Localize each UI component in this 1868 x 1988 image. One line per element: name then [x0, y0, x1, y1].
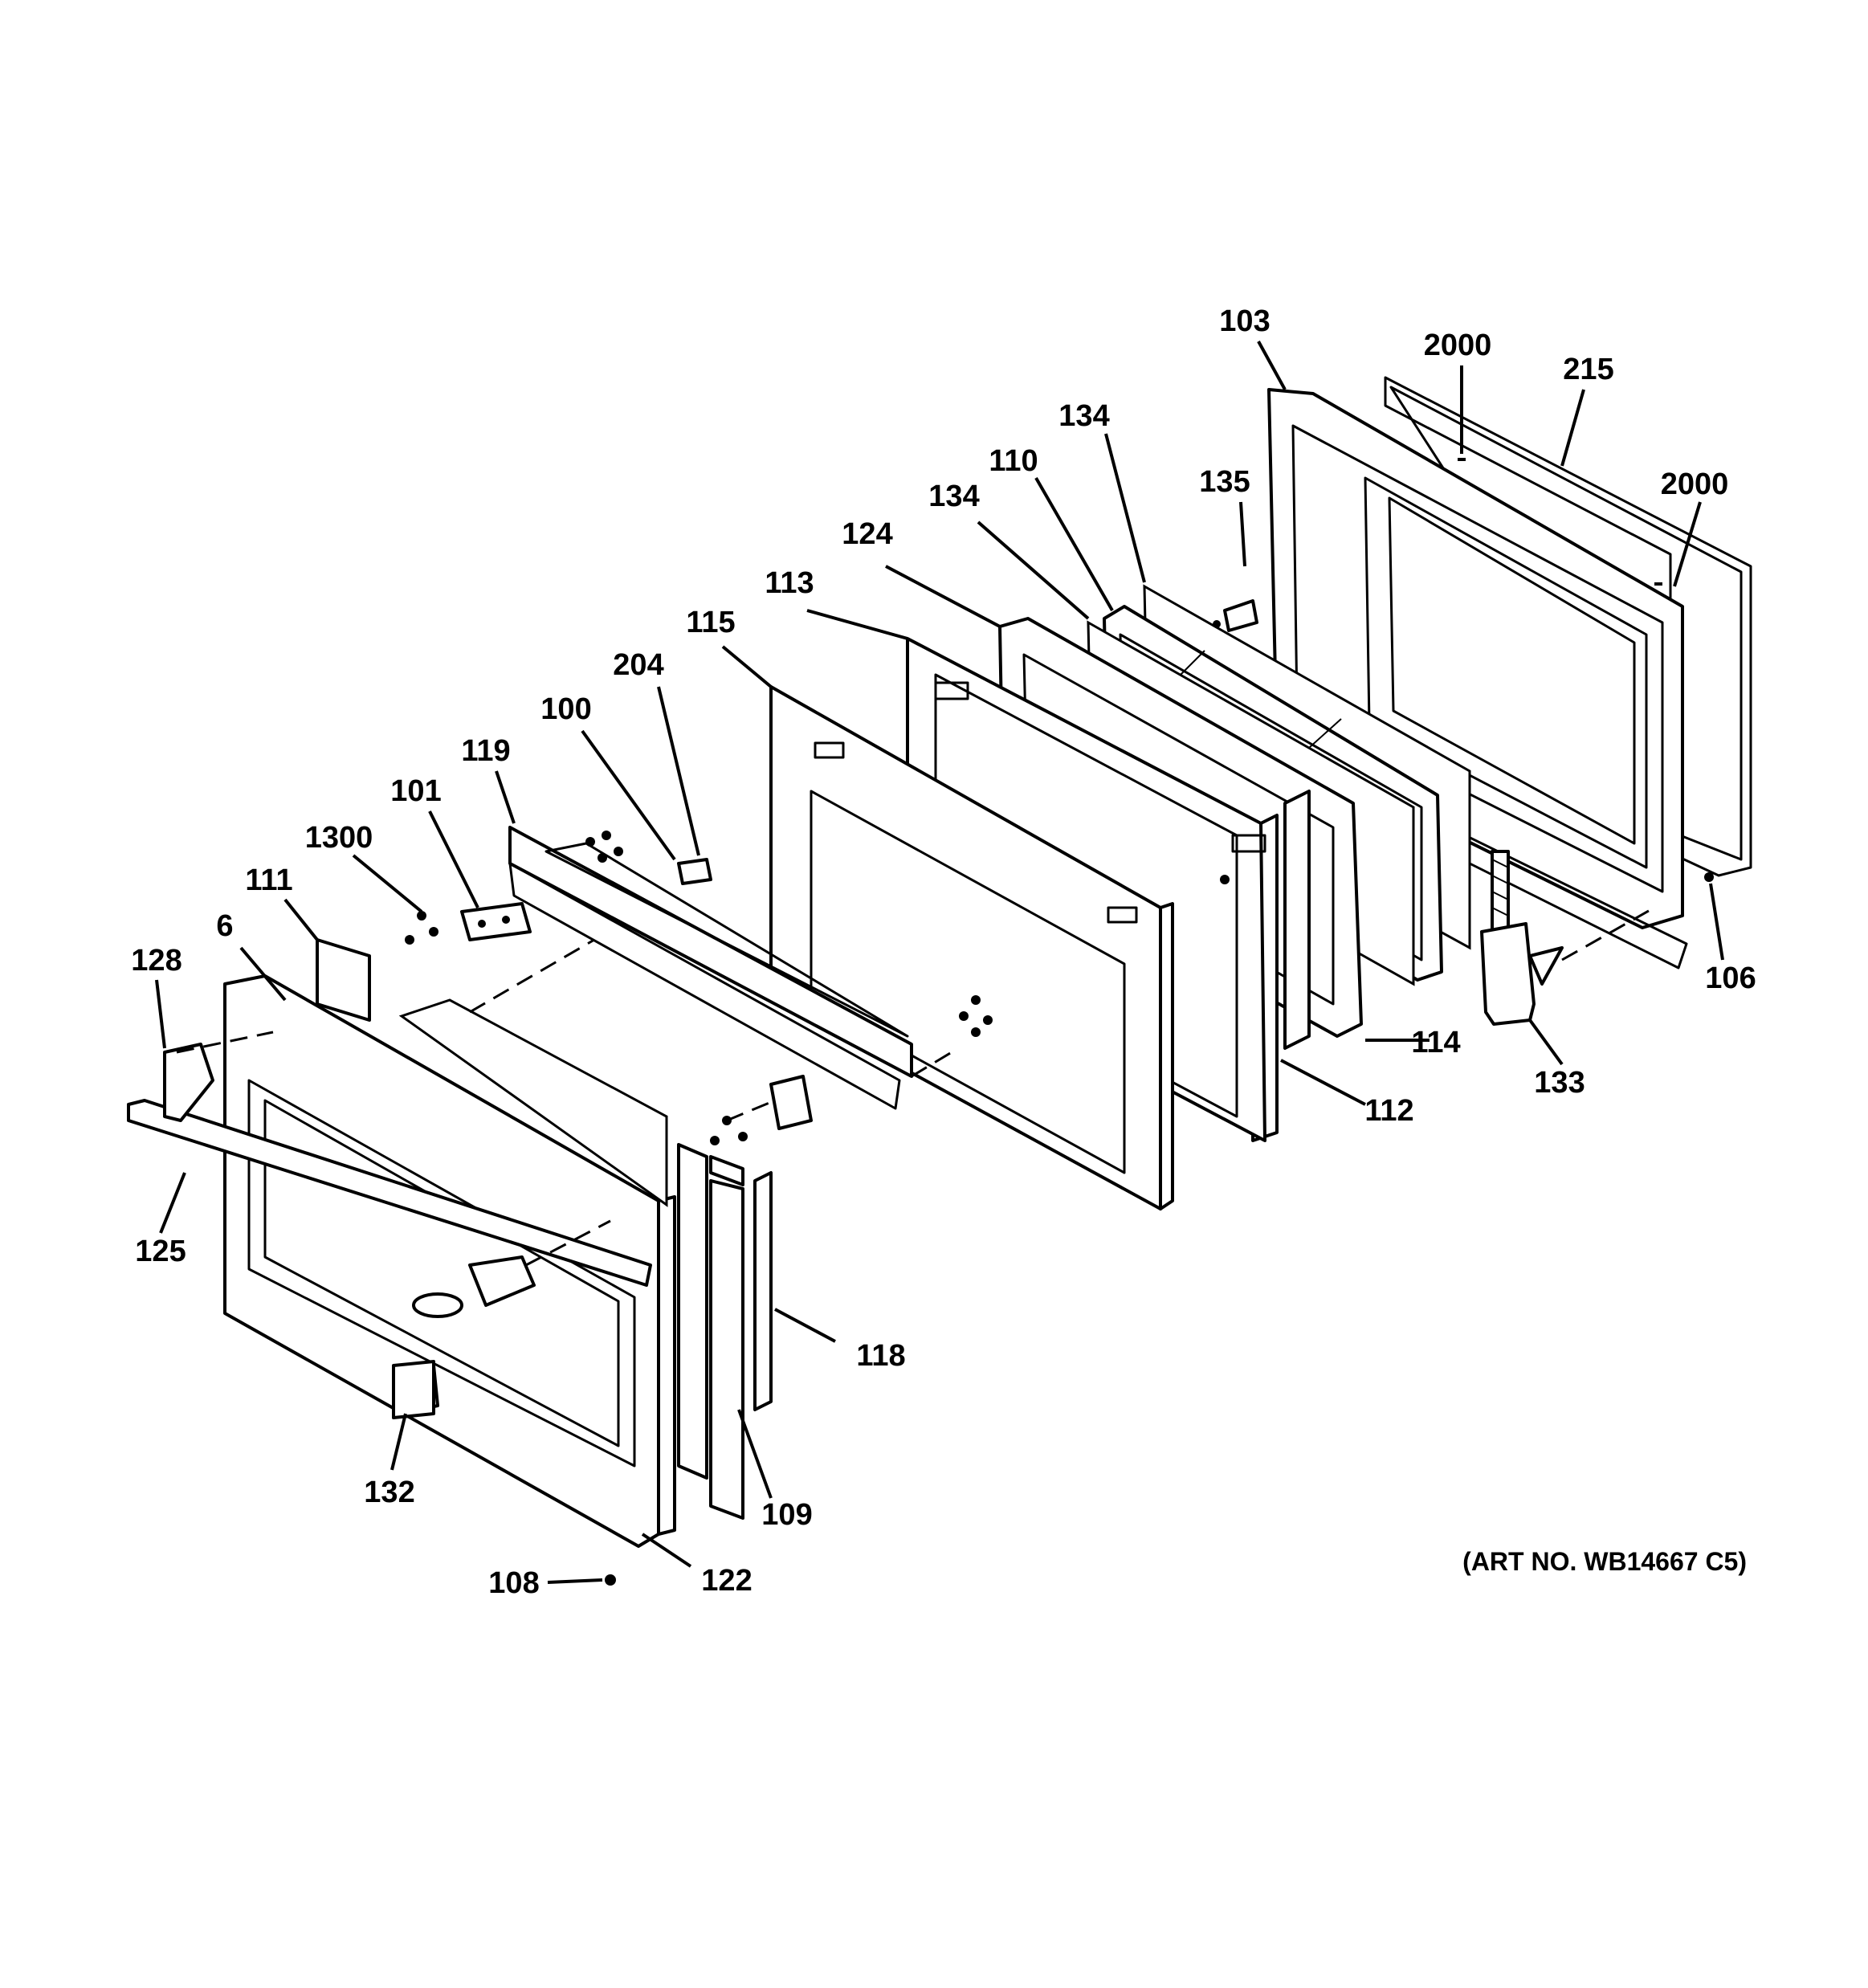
callout-112: 112	[1364, 1094, 1413, 1128]
part-204-clip	[677, 858, 712, 885]
callout-106: 106	[1705, 961, 1756, 995]
part-133-hinge	[1480, 850, 1564, 1026]
part-106-screw	[1704, 872, 1714, 882]
part-132-badge	[392, 1360, 435, 1419]
part-101-hinge-bracket	[460, 902, 532, 941]
callout-124: 124	[842, 517, 892, 551]
callout-2000-right: 2000	[1661, 467, 1729, 501]
callout-133: 133	[1534, 1066, 1585, 1100]
part-2000-clips	[1458, 458, 1662, 586]
part-115-insulation-panel	[769, 685, 1174, 1210]
callout-labels: 103 2000 215 134 110 135 2000 134 124 11…	[131, 304, 1756, 1600]
callout-132: 132	[364, 1476, 414, 1509]
callout-125: 125	[135, 1235, 186, 1268]
callout-108: 108	[488, 1566, 539, 1600]
assembly-dash-lines	[176, 906, 1655, 1267]
part-109-side-trim	[677, 1143, 744, 1520]
callout-118: 118	[856, 1339, 905, 1373]
part-100-screws	[585, 831, 623, 863]
callout-111: 111	[245, 863, 292, 897]
callout-215: 215	[1563, 353, 1613, 386]
part-135-bracket	[1213, 599, 1258, 632]
callout-109: 109	[761, 1498, 812, 1532]
part-108-screw	[605, 1574, 616, 1586]
callout-leaders	[155, 341, 1724, 1584]
part-128-handle-cap	[163, 1043, 214, 1122]
part-125-handle	[127, 1099, 652, 1287]
callout-115: 115	[686, 606, 735, 639]
callout-134-lower: 134	[928, 480, 979, 513]
part-118-glass-strip	[753, 1171, 773, 1411]
callout-134-upper: 134	[1058, 399, 1109, 433]
callout-128: 128	[131, 944, 181, 978]
callout-6: 6	[216, 909, 233, 943]
callout-1300: 1300	[305, 821, 373, 855]
callout-100: 100	[540, 692, 591, 726]
callout-122: 122	[701, 1564, 752, 1598]
callout-204: 204	[613, 648, 663, 682]
right-handle-cap	[412, 1255, 536, 1318]
callout-2000-top: 2000	[1424, 329, 1492, 362]
art-number: (ART NO. WB14667 C5)	[1462, 1547, 1747, 1576]
callout-119: 119	[461, 734, 510, 768]
right-hinge-parts	[710, 875, 1230, 1145]
callout-113: 113	[765, 566, 814, 600]
callout-110: 110	[989, 444, 1038, 478]
callout-135: 135	[1199, 465, 1250, 499]
callout-101: 101	[390, 774, 441, 808]
callout-114: 114	[1411, 1026, 1460, 1059]
part-1300-screws	[405, 911, 438, 945]
callout-103: 103	[1219, 304, 1270, 338]
part-114-side-trim	[1283, 790, 1311, 1050]
part-111-side-bracket	[316, 938, 371, 1022]
